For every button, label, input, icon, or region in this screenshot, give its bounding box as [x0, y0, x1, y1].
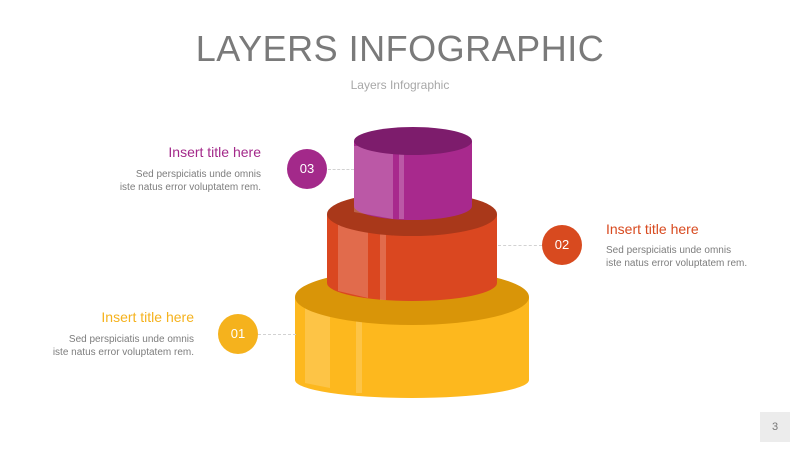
layer-top [354, 127, 472, 220]
item-01-description-line1: Sed perspiciatis unde omnis [68, 334, 194, 345]
item-03-number: 03 [299, 161, 315, 176]
item-02-connector [498, 245, 542, 246]
item-01-description: Sed perspiciatis unde omnis iste natus e… [24, 333, 194, 359]
item-03-description-line2: iste natus error voluptatem rem. [119, 182, 261, 193]
item-03-connector [328, 169, 354, 170]
item-01-connector [258, 334, 296, 335]
item-01-number: 01 [230, 326, 246, 341]
item-02-title: Insert title here [606, 221, 699, 237]
item-03-description-line1: Sed perspiciatis unde omnis [135, 169, 261, 180]
item-02-description-line1: Sed perspiciatis unde omnis [606, 245, 732, 256]
item-01-title: Insert title here [101, 309, 194, 325]
page-number: 3 [760, 412, 790, 442]
page-title: LAYERS INFOGRAPHIC [195, 28, 605, 69]
item-03-title: Insert title here [168, 144, 261, 160]
item-02-description-line2: iste natus error voluptatem rem. [606, 258, 748, 269]
item-03-badge: 03 [287, 149, 327, 189]
item-03-description: Sed perspiciatis unde omnis iste natus e… [90, 168, 261, 194]
item-01-badge: 01 [218, 314, 258, 354]
item-02-badge: 02 [542, 225, 582, 265]
item-02-description: Sed perspiciatis unde omnis iste natus e… [606, 244, 747, 270]
item-01-description-line2: iste natus error voluptatem rem. [52, 347, 194, 358]
item-02-number: 02 [554, 237, 570, 252]
page-subtitle: Layers Infographic [350, 78, 450, 92]
